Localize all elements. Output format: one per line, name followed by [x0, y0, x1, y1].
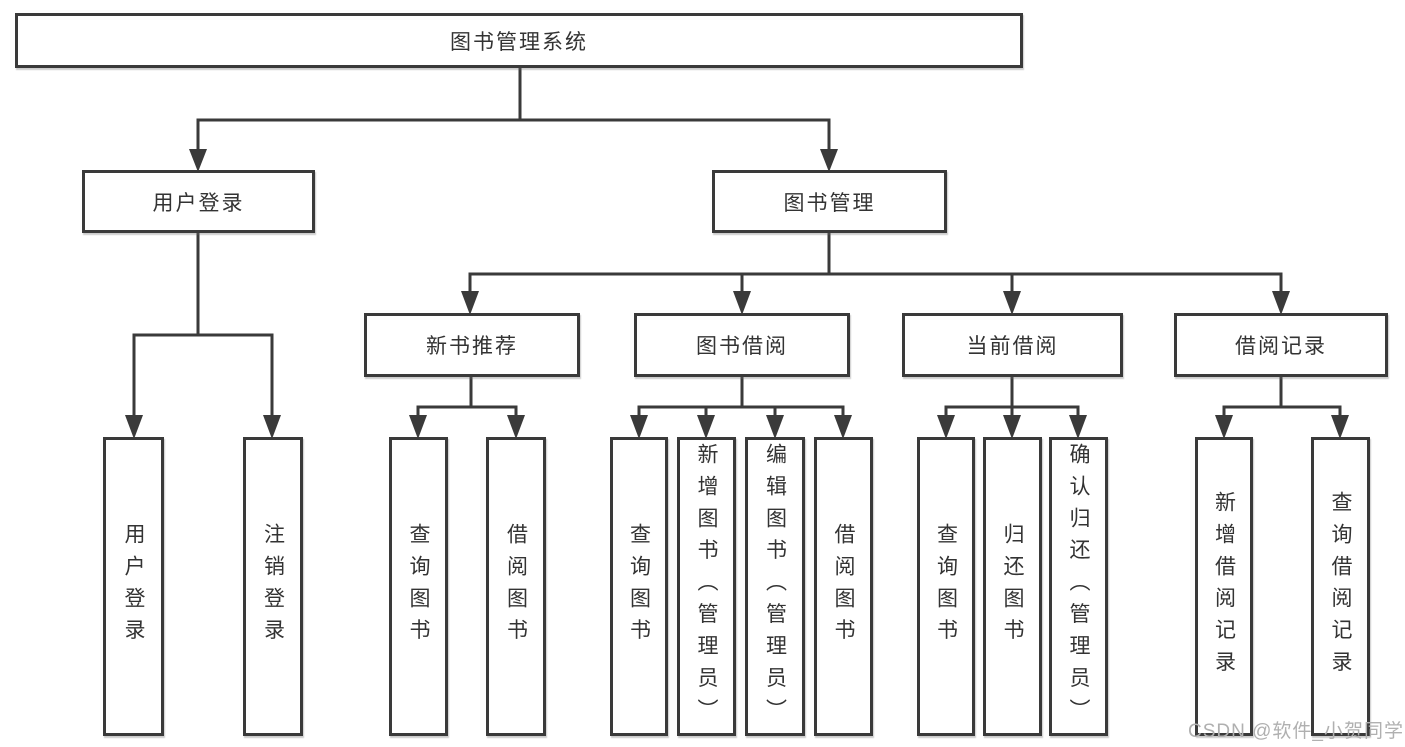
node-root: 图书管理系统	[15, 13, 1023, 68]
arrowhead-icon	[1215, 415, 1233, 439]
arrowhead-icon	[937, 415, 955, 439]
node-borrow-add-admin-leaf: 新增图书（管理员）	[677, 437, 736, 736]
node-book-borrow: 图书借阅	[634, 313, 850, 377]
node-borrow-edit-admin-leaf: 编辑图书（管理员）	[745, 437, 805, 736]
node-current-borrow: 当前借阅	[902, 313, 1123, 377]
arrowhead-icon	[697, 415, 715, 439]
node-records-query-leaf: 查询借阅记录	[1311, 437, 1370, 736]
node-current-confirm-return-admin-leaf: 确认归还（管理员）	[1049, 437, 1108, 736]
arrowhead-icon	[820, 149, 838, 172]
node-current-query-leaf: 查询图书	[917, 437, 975, 736]
arrowhead-icon	[733, 291, 751, 315]
arrowhead-icon	[1272, 291, 1290, 315]
arrowheads	[125, 149, 1349, 439]
connector-lines	[132, 68, 1342, 417]
arrowhead-icon	[461, 291, 479, 315]
arrowhead-icon	[1003, 291, 1021, 315]
node-newbooks-query-leaf: 查询图书	[389, 437, 448, 736]
arrowhead-icon	[263, 415, 281, 439]
connector-path	[132, 68, 1342, 417]
node-user-login-leaf: 用户登录	[103, 437, 164, 736]
node-current-return-leaf: 归还图书	[983, 437, 1042, 736]
arrowhead-icon	[507, 415, 525, 439]
node-logout-leaf: 注销登录	[243, 437, 303, 736]
node-borrow-records: 借阅记录	[1174, 313, 1388, 377]
node-borrow-query-leaf: 查询图书	[610, 437, 668, 736]
node-user-login: 用户登录	[82, 170, 315, 233]
node-book-management: 图书管理	[712, 170, 947, 233]
arrowhead-icon	[766, 415, 784, 439]
node-new-books: 新书推荐	[364, 313, 580, 377]
node-records-add-leaf: 新增借阅记录	[1195, 437, 1253, 736]
arrowhead-icon	[1003, 415, 1021, 439]
node-borrow-borrow-leaf: 借阅图书	[814, 437, 873, 736]
node-newbooks-borrow-leaf: 借阅图书	[486, 437, 546, 736]
arrowhead-icon	[409, 415, 427, 439]
arrowhead-icon	[834, 415, 852, 439]
arrowhead-icon	[125, 415, 143, 439]
arrowhead-icon	[1331, 415, 1349, 439]
arrowhead-icon	[1069, 415, 1087, 439]
arrowhead-icon	[189, 149, 207, 172]
watermark: CSDN @软件_小贺同学	[1188, 721, 1404, 742]
arrowhead-icon	[630, 415, 648, 439]
